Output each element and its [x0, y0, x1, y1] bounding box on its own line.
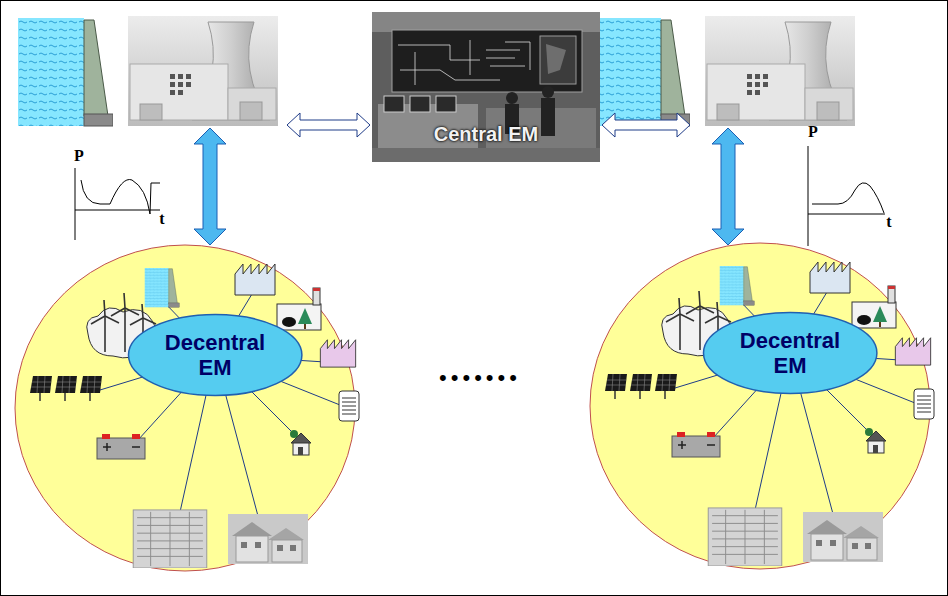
axis-label: t — [159, 210, 164, 228]
axis-label: t — [886, 213, 891, 231]
node-title: Decentral EM — [155, 330, 275, 380]
decentral-ellipse: Decentral EM — [702, 311, 878, 395]
node-title: Decentral EM — [730, 328, 850, 378]
axis-label: P — [808, 123, 818, 141]
axis-label: P — [74, 147, 84, 165]
control-room-photo-art — [372, 12, 600, 162]
ellipse-shape — [128, 315, 301, 396]
control-room-box: Central EM — [372, 12, 600, 162]
node-title: Central EM — [434, 123, 538, 146]
ellipsis-dots: ••••••• — [439, 365, 521, 391]
ellipse-shape — [703, 313, 876, 394]
decentral-ellipse: Decentral EM — [127, 313, 303, 397]
